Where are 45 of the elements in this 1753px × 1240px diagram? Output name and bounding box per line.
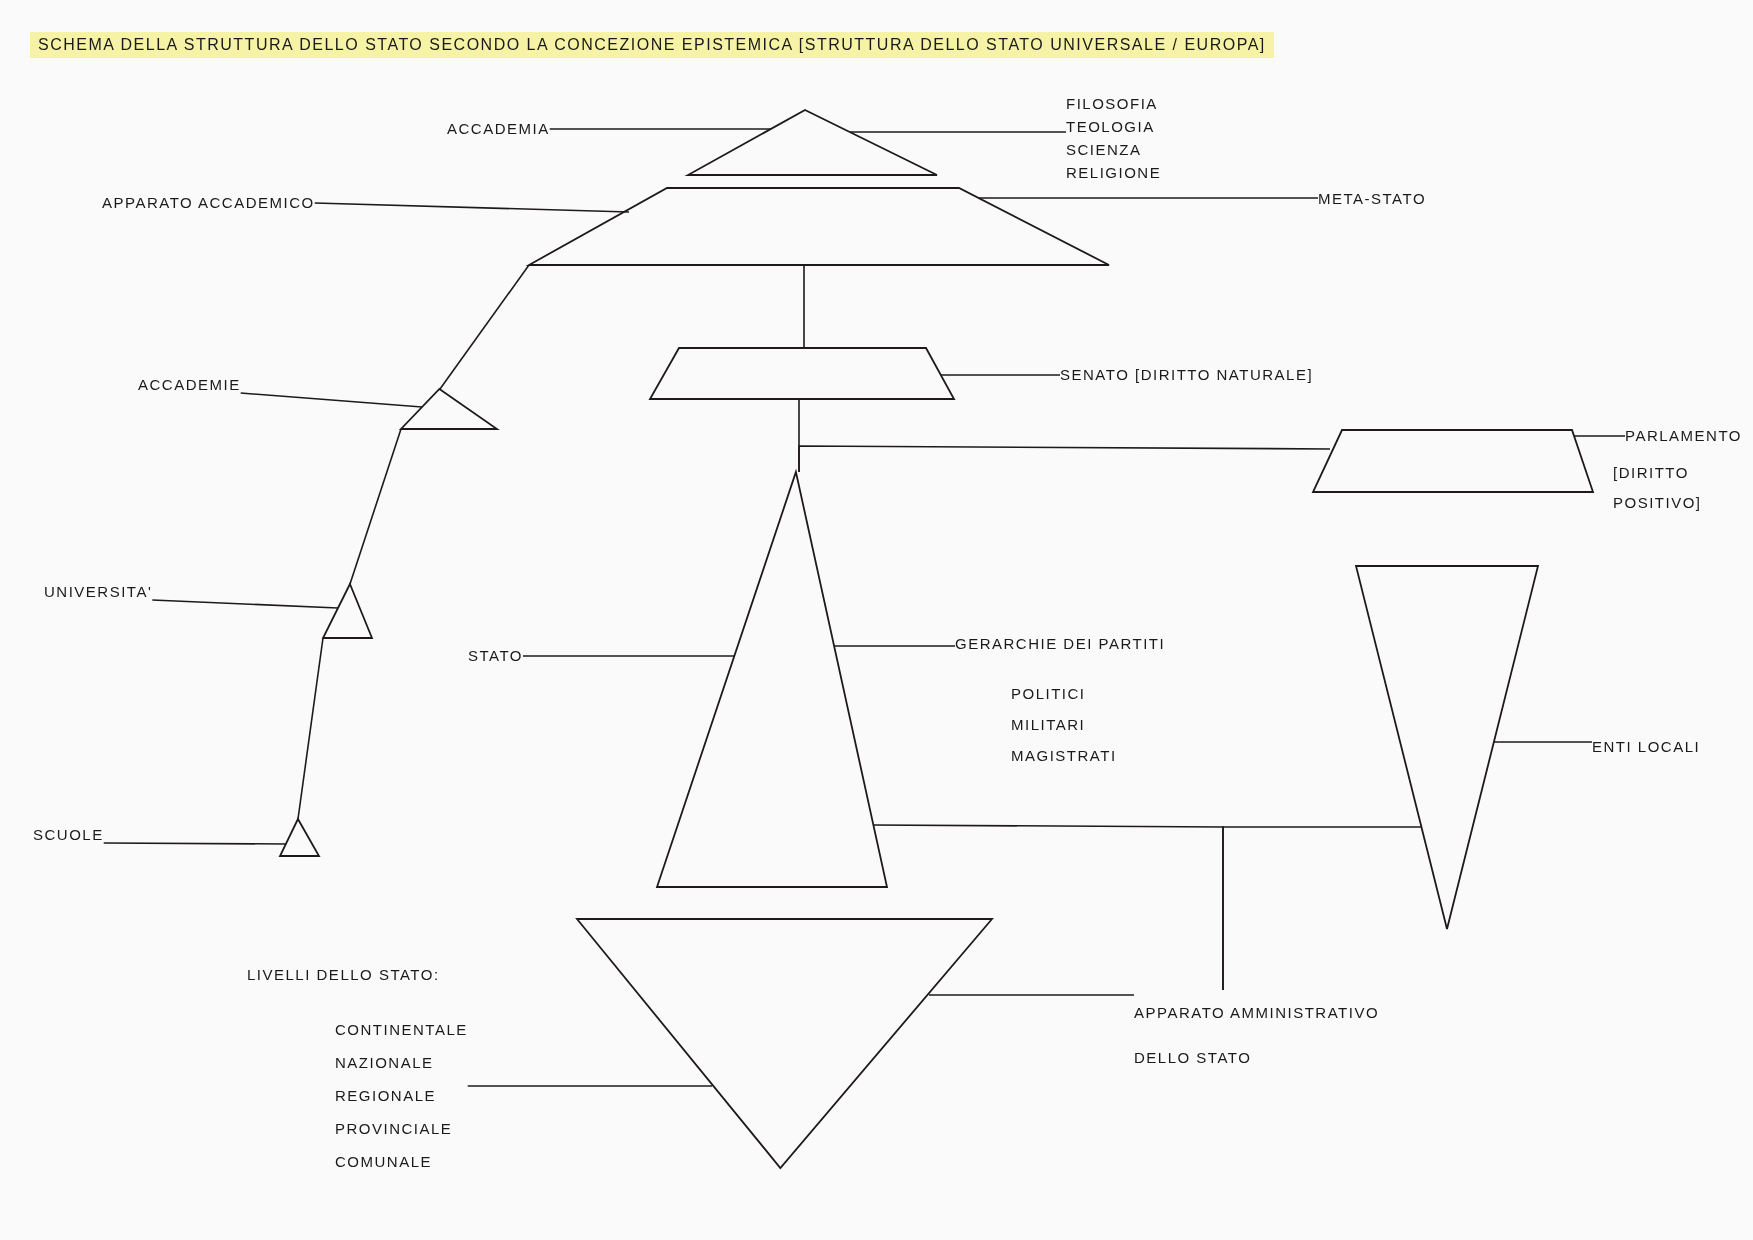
triangle-shape [323,584,372,638]
node-label: SENATO [DIRITTO NATURALE] [1060,366,1314,383]
node-text: CONTINENTALE NAZIONALE REGIONALE PROVINCIALE COMUNALE [335,1020,468,1172]
connector-line [798,445,1331,473]
node-label: ACCADEMIA [447,120,550,137]
leader-line [151,599,339,609]
leader-line [833,645,956,647]
node-label: APPARATO ACCADEMICO [102,194,315,211]
node-text: [DIRITTO POSITIVO] [1613,463,1702,513]
leader-line [1573,435,1626,437]
node-label: SCUOLE [33,826,104,843]
leader-line [522,655,735,657]
leader-line [1493,741,1593,743]
node-label: FILOSOFIA TEOLOGIA SCIENZA RELIGIONE [1066,94,1162,183]
leader-line [239,392,423,408]
node-label: ENTI LOCALI [1592,738,1701,755]
trapezoid-shape [1313,430,1593,492]
triangle-shape [280,819,319,856]
leader-line [102,842,287,845]
node-label: UNIVERSITA' [44,583,153,600]
node-label: META-STATO [1318,190,1427,207]
connector-line [803,264,805,349]
leader-line [977,197,1319,199]
connector-line [1222,826,1422,991]
node-text: POLITICI MILITARI MAGISTRATI [1011,684,1117,766]
leader-line [849,131,1067,133]
leader-line [928,994,1135,996]
leader-line [466,1085,713,1087]
node-label: LIVELLI DELLO STATO: [247,966,441,983]
leader-line [940,374,1061,376]
inverted-triangle-shape [577,919,992,1168]
node-label: APPARATO AMMINISTRATIVO DELLO STATO [1134,1003,1381,1068]
connector-line [349,428,402,585]
leader-line [548,128,772,130]
diagram-title: SCHEMA DELLA STRUTTURA DELLO STATO SECONDO LA CONCEZIONE EPISTEMICA [STRUTTURA DELLO STATO UNIVERSALE / EUROPA] [30,32,1274,58]
leader-line [313,202,630,213]
triangle-shape [401,389,497,429]
connector-line [297,637,324,820]
trapezoid-shape [650,348,954,399]
inverted-triangle-shape [1356,566,1538,929]
node-label: GERARCHIE DEI PARTITI [955,635,1166,652]
node-label: PARLAMENTO [1625,427,1742,444]
connector-line [439,264,530,390]
node-label: ACCADEMIE [138,376,241,393]
node-label: STATO [468,647,523,664]
